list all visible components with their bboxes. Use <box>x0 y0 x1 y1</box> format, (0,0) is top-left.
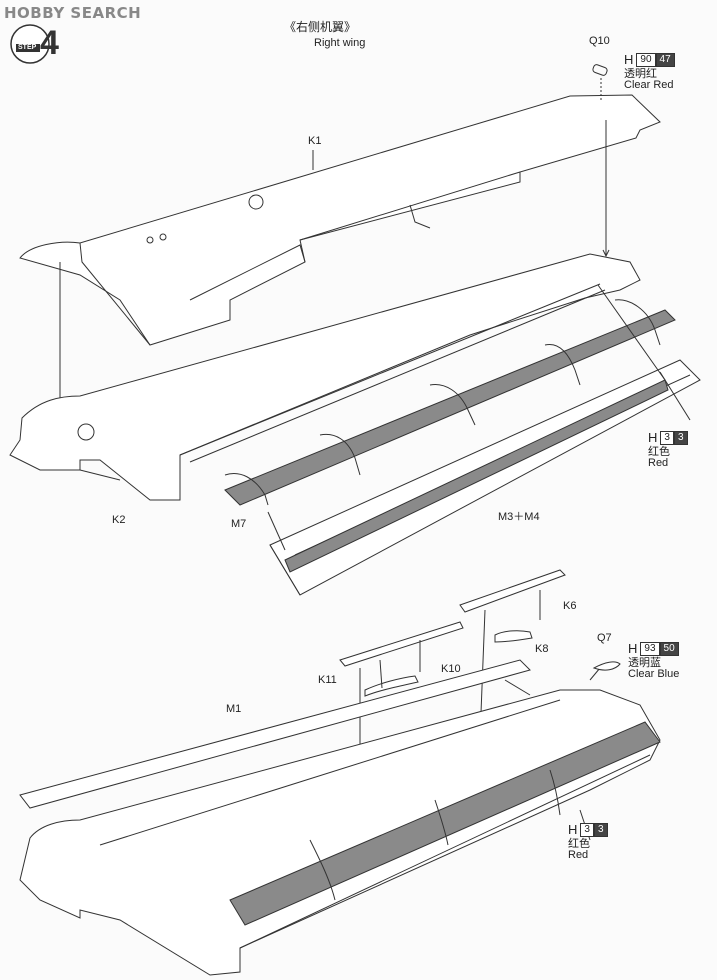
wing-assembly-bottom <box>19 689 661 976</box>
paint-code-primary: 90 <box>636 52 656 67</box>
paint-clear-blue-cn: 透明蓝 <box>628 657 661 669</box>
paint-h: H <box>624 52 634 67</box>
label-k11: K11 <box>318 674 337 686</box>
part-k8 <box>494 630 533 643</box>
bottom-gray-strip <box>229 721 661 926</box>
paint-code-secondary: 50 <box>659 641 679 656</box>
spar-strip-m3m4 <box>224 309 676 506</box>
paint-red-1-cn: 红色 <box>648 446 670 458</box>
step-badge-icon <box>10 24 50 64</box>
label-k1: K1 <box>308 135 322 147</box>
label-k2: K2 <box>112 514 126 526</box>
paint-red-2-cn: 红色 <box>568 838 590 850</box>
label-m7: M7 <box>231 518 247 530</box>
step-number: 4 <box>40 24 59 62</box>
paint-code-secondary: 3 <box>673 430 688 445</box>
paint-code-primary: 3 <box>660 430 674 445</box>
paint-red-2: H 3 3 <box>568 822 608 837</box>
paint-h: H <box>648 430 658 445</box>
q7-part <box>592 661 621 671</box>
paint-red-1: H 3 3 <box>648 430 688 445</box>
paint-code-primary: 3 <box>580 822 594 837</box>
diagram-title-cn: 《右侧机翼》 <box>284 20 357 34</box>
watermark-logo: HOBBY SEARCH <box>4 4 141 22</box>
step-word: STEP <box>18 44 37 51</box>
wing-lower-k2 <box>9 253 641 501</box>
label-q10: Q10 <box>589 35 610 47</box>
paint-clear-blue: H 93 50 <box>628 641 679 656</box>
part-k11 <box>339 621 464 667</box>
watermark-text: HOBBY SEARCH <box>4 4 142 22</box>
paint-clear-red-cn: 透明红 <box>624 68 657 80</box>
paint-clear-blue-en: Clear Blue <box>628 668 680 680</box>
label-k8: K8 <box>535 643 549 655</box>
paint-clear-red-en: Clear Red <box>624 79 674 91</box>
paint-red-2-en: Red <box>568 849 589 861</box>
part-k6 <box>459 569 566 613</box>
paint-h: H <box>628 641 638 656</box>
diagram-title-en: Right wing <box>314 37 366 49</box>
paint-red-1-en: Red <box>648 457 669 469</box>
label-q7: Q7 <box>597 632 612 644</box>
label-m1: M1 <box>226 703 242 715</box>
label-m3-m4: M3＋M4 <box>498 511 540 523</box>
wing-upper-k1 <box>19 94 661 346</box>
paint-code-primary: 93 <box>640 641 660 656</box>
paint-clear-red: H 90 47 <box>624 52 675 67</box>
label-k10: K10 <box>441 663 461 675</box>
paint-h: H <box>568 822 578 837</box>
label-k6: K6 <box>563 600 577 612</box>
paint-code-secondary: 47 <box>655 52 675 67</box>
paint-code-secondary: 3 <box>593 822 608 837</box>
step-badge: STEP 4 <box>8 22 60 66</box>
q10-part <box>592 64 608 76</box>
